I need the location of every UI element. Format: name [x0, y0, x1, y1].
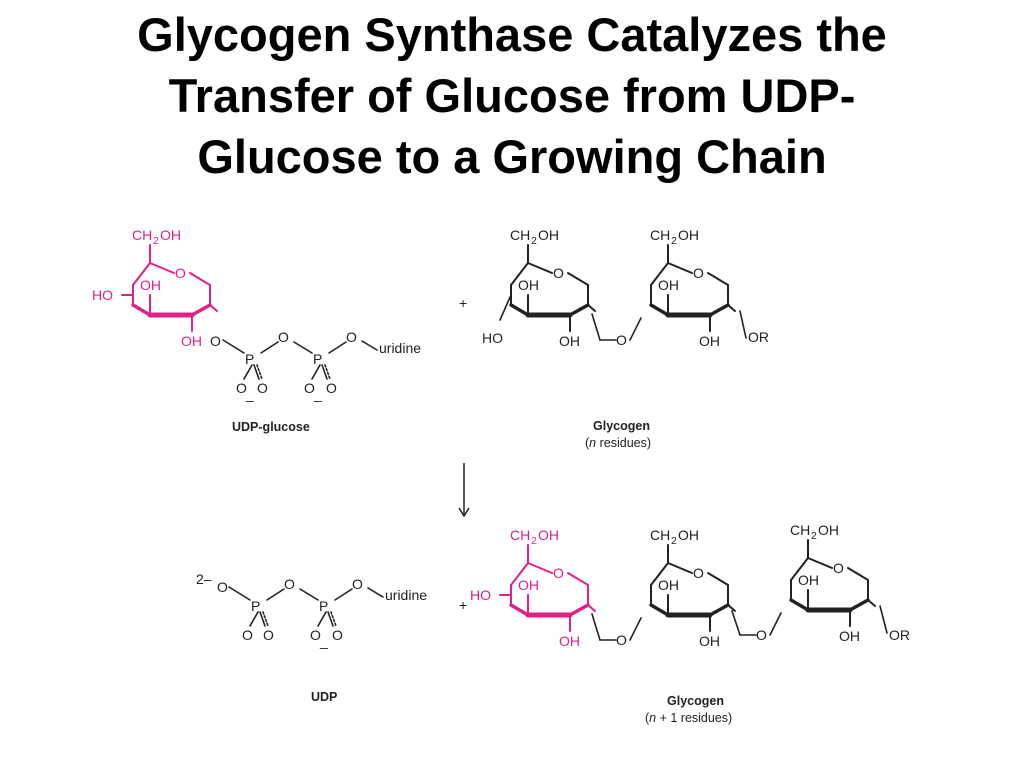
phosphate-charge-label: _: [319, 633, 328, 649]
glycosidic-oxygen-label: O: [210, 333, 221, 349]
udp-structure: 2– O _ UDP: [196, 571, 429, 704]
dianion-charge-label: 2–: [196, 571, 212, 587]
open-paren: (: [645, 711, 650, 725]
plus-sign: +: [459, 597, 467, 613]
phosphate-charge-label: _: [245, 386, 254, 402]
open-paren: (: [585, 436, 590, 450]
udp-caption: UDP: [311, 690, 337, 704]
title-line-1: Glycogen Synthase Catalyzes the: [137, 8, 887, 61]
glycogen-caption: Glycogen: [667, 694, 724, 708]
residues-text: + 1 residues): [656, 711, 732, 725]
down-arrow-icon: [458, 463, 470, 518]
glycosidic-oxygen-label: O: [616, 332, 627, 348]
glycogen-caption: Glycogen: [593, 419, 650, 433]
ho-label: HO: [482, 330, 503, 346]
glycogen-n-plus-1-structure: O O OR Glycogen (n + 1 residues): [470, 522, 910, 725]
glycogen-residue-count: (n residues): [585, 436, 651, 450]
glycosidic-oxygen-label: O: [616, 632, 627, 648]
glycogen-residue-count: (n + 1 residues): [645, 711, 732, 725]
title-line-3: Glucose to a Growing Chain: [197, 130, 827, 183]
slide-title: Glycogen Synthase Catalyzes the Transfer…: [0, 4, 1024, 187]
phosphate-charge-label: _: [313, 386, 322, 402]
or-label: OR: [889, 627, 910, 643]
or-label: OR: [748, 329, 769, 345]
n-variable: n: [649, 711, 656, 725]
plus-sign: +: [459, 295, 467, 311]
title-line-2: Transfer of Glucose from UDP-: [168, 69, 856, 122]
n-variable: n: [589, 436, 596, 450]
residues-text: residues): [596, 436, 651, 450]
udp-glucose-structure: O _ _ UDP-glucose: [92, 227, 423, 434]
udp-glucose-caption: UDP-glucose: [232, 420, 310, 434]
terminal-oxygen-label: O: [217, 579, 228, 595]
glycosidic-oxygen-label: O: [756, 627, 767, 643]
glycogen-n-structure: HO O OR Glycogen (n residues): [482, 227, 769, 450]
